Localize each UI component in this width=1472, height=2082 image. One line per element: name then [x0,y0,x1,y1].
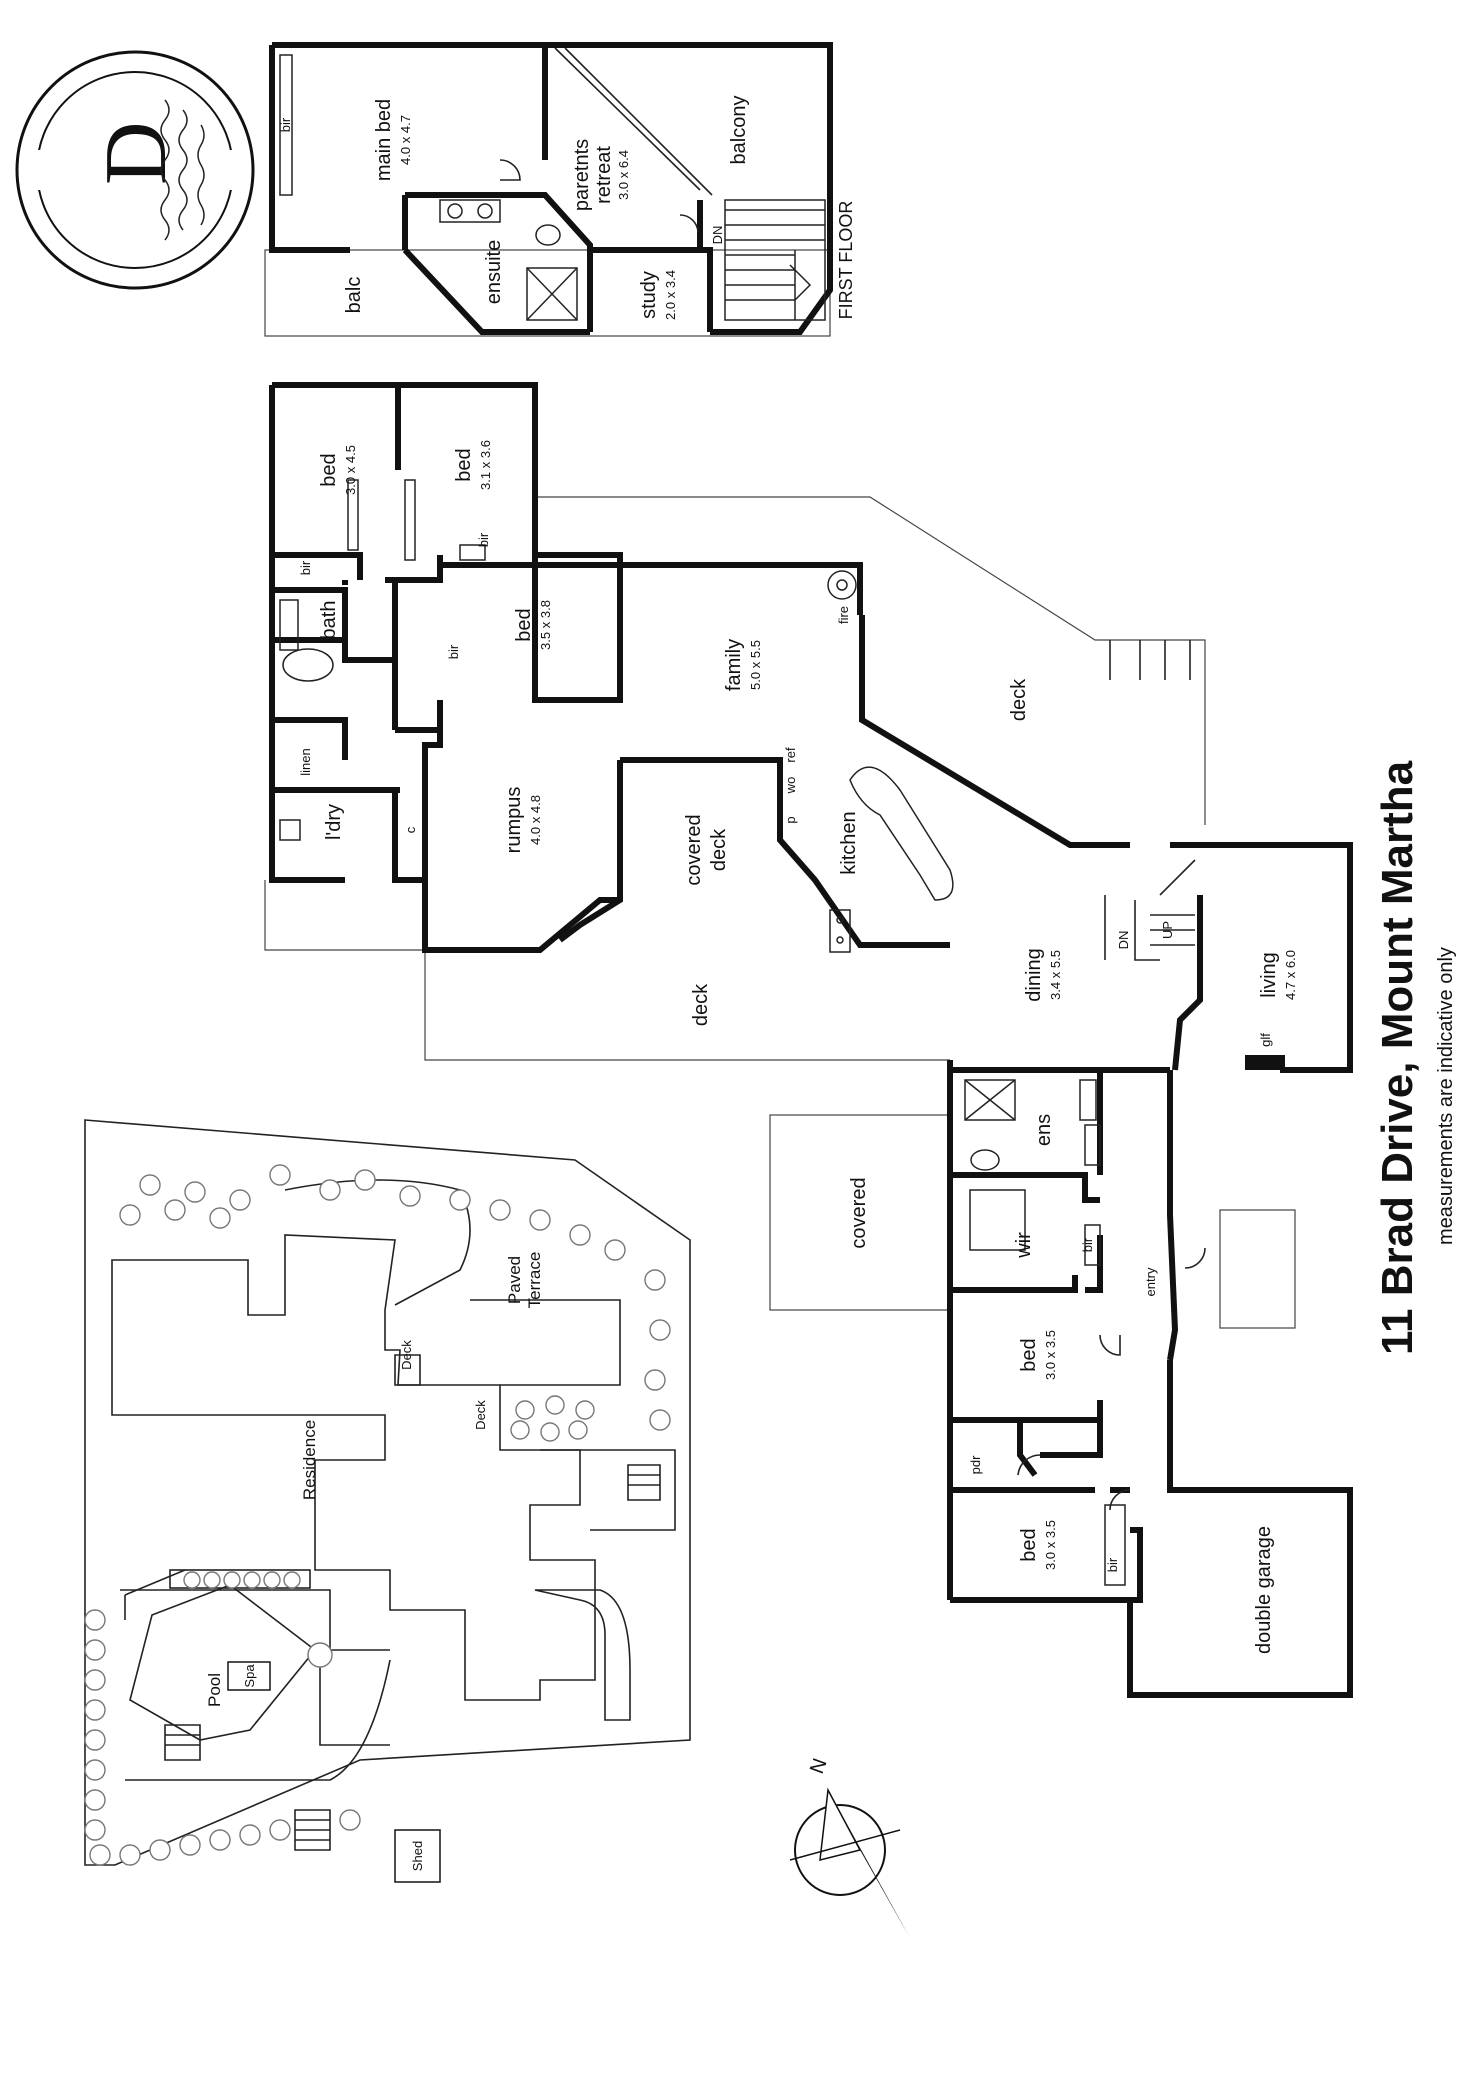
deck1-label: Deck [399,1340,414,1370]
cupboard-label: c [403,826,418,833]
title-block: 11 Brad Drive, Mount Martha measurements… [1373,760,1457,1355]
linen-label: linen [298,748,313,775]
main-bed-dims: 4.0 x 4.7 [398,115,413,165]
bed4-label: bed [1018,1338,1040,1371]
study-dims: 2.0 x 3.4 [663,270,678,320]
deck-left-label: deck [690,983,712,1026]
first-floor-label: FIRST FLOOR [836,201,856,320]
paved-terrace-label-1: Paved [505,1256,524,1304]
ens-label: ens [1033,1114,1055,1146]
double-garage-label: double garage [1253,1526,1275,1654]
ensuite-label: ensuite [483,240,505,305]
pdr-label: pdr [968,1455,983,1474]
property-title: 11 Brad Drive, Mount Martha [1373,760,1422,1355]
bed3-label: bed [513,608,535,641]
up-label: UP [1160,921,1175,939]
glf-label: glf [1258,1033,1273,1047]
balc-label: balc [343,277,365,314]
disclaimer-text: measurements are indicative only [1435,947,1457,1245]
wir-label: wir [1013,1232,1035,1259]
wo-label: wo [783,777,798,795]
covered-label: covered [848,1177,870,1248]
bed2-dims: 3.1 x 3.6 [478,440,493,490]
bath-label: bath [318,601,340,640]
bed1-dims: 3.0 x 4.5 [343,445,358,495]
bed5-label: bed [1018,1528,1040,1561]
bed1-bir-label: bir [298,560,313,575]
family-dims: 5.0 x 5.5 [748,640,763,690]
retreat-label-1: paretnts [571,139,593,211]
spa-label: Spa [242,1664,257,1688]
living-dims: 4.7 x 6.0 [1283,950,1298,1000]
rumpus-dims: 4.0 x 4.8 [528,795,543,845]
first-bir-label: bir [278,117,293,132]
compass-letter: N [806,1756,832,1777]
logo-waves-icon [160,99,205,241]
fire-label: fire [836,606,851,624]
retreat-label-2: retreat [593,146,615,204]
residence-label: Residence [300,1420,319,1500]
logo: D [15,50,255,290]
paved-terrace-label-2: Terrace [525,1252,544,1309]
wir-bir-label: bir [1080,1237,1095,1252]
deck2-label: Deck [473,1400,488,1430]
first-floor-plan: main bed 4.0 x 4.7 paretnts retreat 3.0 … [264,42,856,337]
bed4-dims: 3.0 x 3.5 [1043,1330,1058,1380]
bed1-label: bed [318,453,340,486]
balcony-label: balcony [728,96,750,165]
ldry-label: l'dry [323,804,345,840]
bed5-dims: 3.0 x 3.5 [1043,1520,1058,1570]
pantry-label: p [783,816,798,823]
dining-dims: 3.4 x 5.5 [1048,950,1063,1000]
bed5-bir-label: bir [1105,1557,1120,1572]
first-dn-label: DN [710,226,725,245]
living-label: living [1258,952,1280,998]
compass-icon: N [789,1756,910,1938]
site-plan: Residence Paved Terrace Deck Deck Pool S… [84,1119,691,1883]
covered-deck-label-2: deck [708,828,730,871]
covered-deck-label-1: covered [683,814,705,885]
study-label: study [638,271,660,319]
family-label: family [723,639,745,691]
ground-floor-plan: bed 3.0 x 4.5 bed 3.1 x 3.6 bed 3.5 x 3.… [264,382,1353,1698]
main-bed-label: main bed [373,99,395,181]
dining-label: dining [1023,948,1045,1001]
rumpus-label: rumpus [503,787,525,854]
bed2-label: bed [453,448,475,481]
bed3-dims: 3.5 x 3.8 [538,600,553,650]
kitchen-label: kitchen [838,811,860,874]
bed2-bir-label: bir [476,532,491,547]
logo-letter: D [88,121,185,185]
entry-label: entry [1143,1267,1158,1296]
pool-label: Pool [205,1673,224,1707]
retreat-dims: 3.0 x 6.4 [616,150,631,200]
ref-label: ref [783,747,798,763]
dn-label: DN [1116,931,1131,950]
bed3-bir-label: bir [446,644,461,659]
site-trees [84,1164,671,1866]
deck-right-label: deck [1008,678,1030,721]
shed-label: Shed [410,1841,425,1871]
